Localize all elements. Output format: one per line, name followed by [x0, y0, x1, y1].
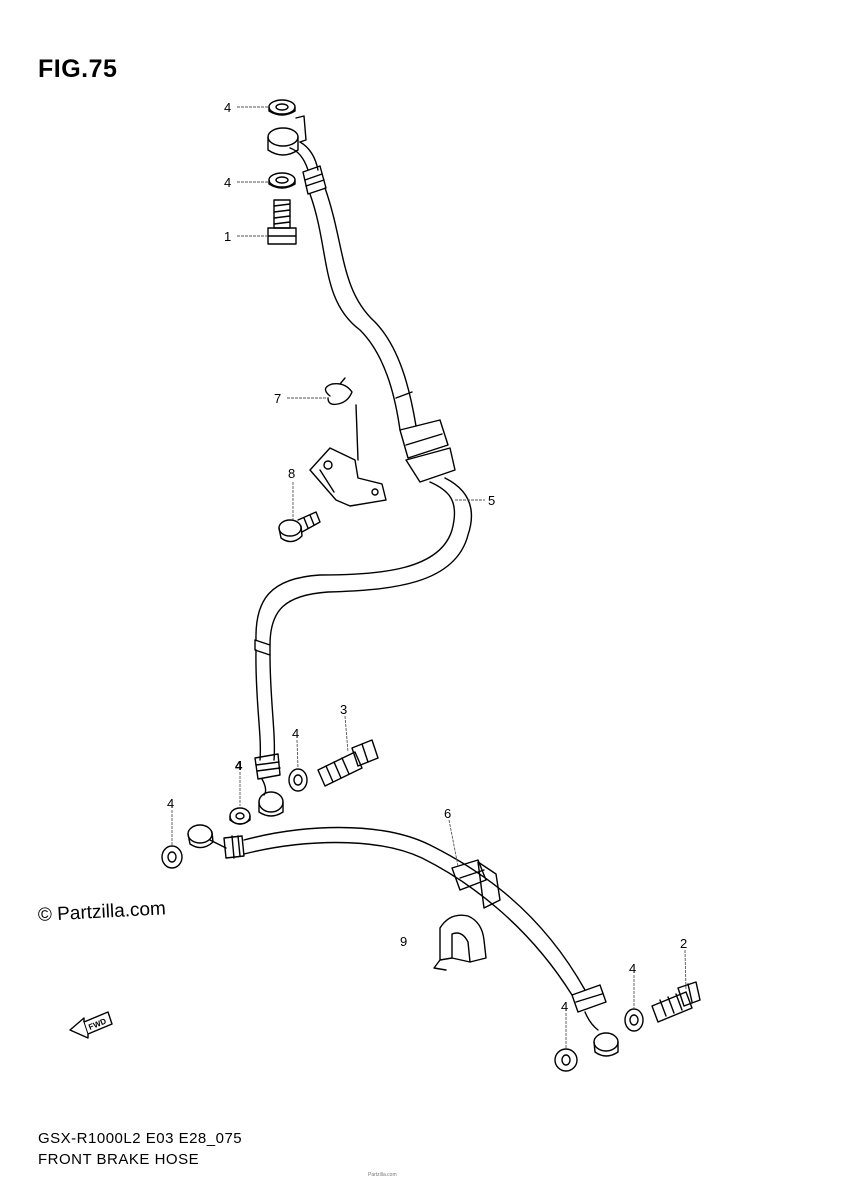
- callout-5: 5: [488, 493, 495, 508]
- callout-4: 4: [292, 726, 299, 741]
- washer-mid: [288, 768, 308, 792]
- callout-2: 2: [680, 936, 687, 951]
- hose-clamp-9: [433, 914, 487, 971]
- callout-4: 4: [224, 100, 231, 115]
- hose-bracket: [309, 404, 387, 507]
- callout-6: 6: [444, 806, 451, 821]
- bolt-8: [278, 511, 321, 543]
- callout-3: 3: [340, 702, 347, 717]
- figure-name: FRONT BRAKE HOSE: [38, 1151, 200, 1168]
- tiny-footer-text: Partzilla.com: [368, 1172, 397, 1178]
- washer-right-b: [554, 1048, 578, 1072]
- banjo-bolt-2: [651, 981, 701, 1023]
- callout-4: 4: [167, 796, 174, 811]
- callout-9: 9: [400, 934, 407, 949]
- callout-4: 4: [629, 961, 636, 976]
- forward-arrow-icon: [69, 1011, 113, 1039]
- banjo-bolt-3: [317, 739, 379, 787]
- callout-4: 4: [561, 999, 568, 1014]
- callout-8: 8: [288, 466, 295, 481]
- callout-4: 4: [224, 175, 231, 190]
- figure-title: FIG.75: [38, 55, 118, 83]
- washer-top-2: [268, 172, 296, 189]
- washer-top-1: [268, 99, 296, 116]
- washer-left-a: [229, 807, 251, 825]
- upper-brake-hose: [254, 115, 473, 817]
- lower-brake-hose: [187, 824, 619, 1057]
- figure-code: GSX-R1000L2 E03 E28_075: [38, 1130, 243, 1147]
- washer-right-a: [624, 1008, 644, 1032]
- washer-left-b: [161, 845, 183, 869]
- banjo-bolt-1: [267, 199, 297, 245]
- callout-4: 4: [235, 758, 243, 773]
- callout-7: 7: [274, 391, 281, 406]
- callout-1: 1: [224, 229, 231, 244]
- hose-clip-7: [324, 377, 353, 406]
